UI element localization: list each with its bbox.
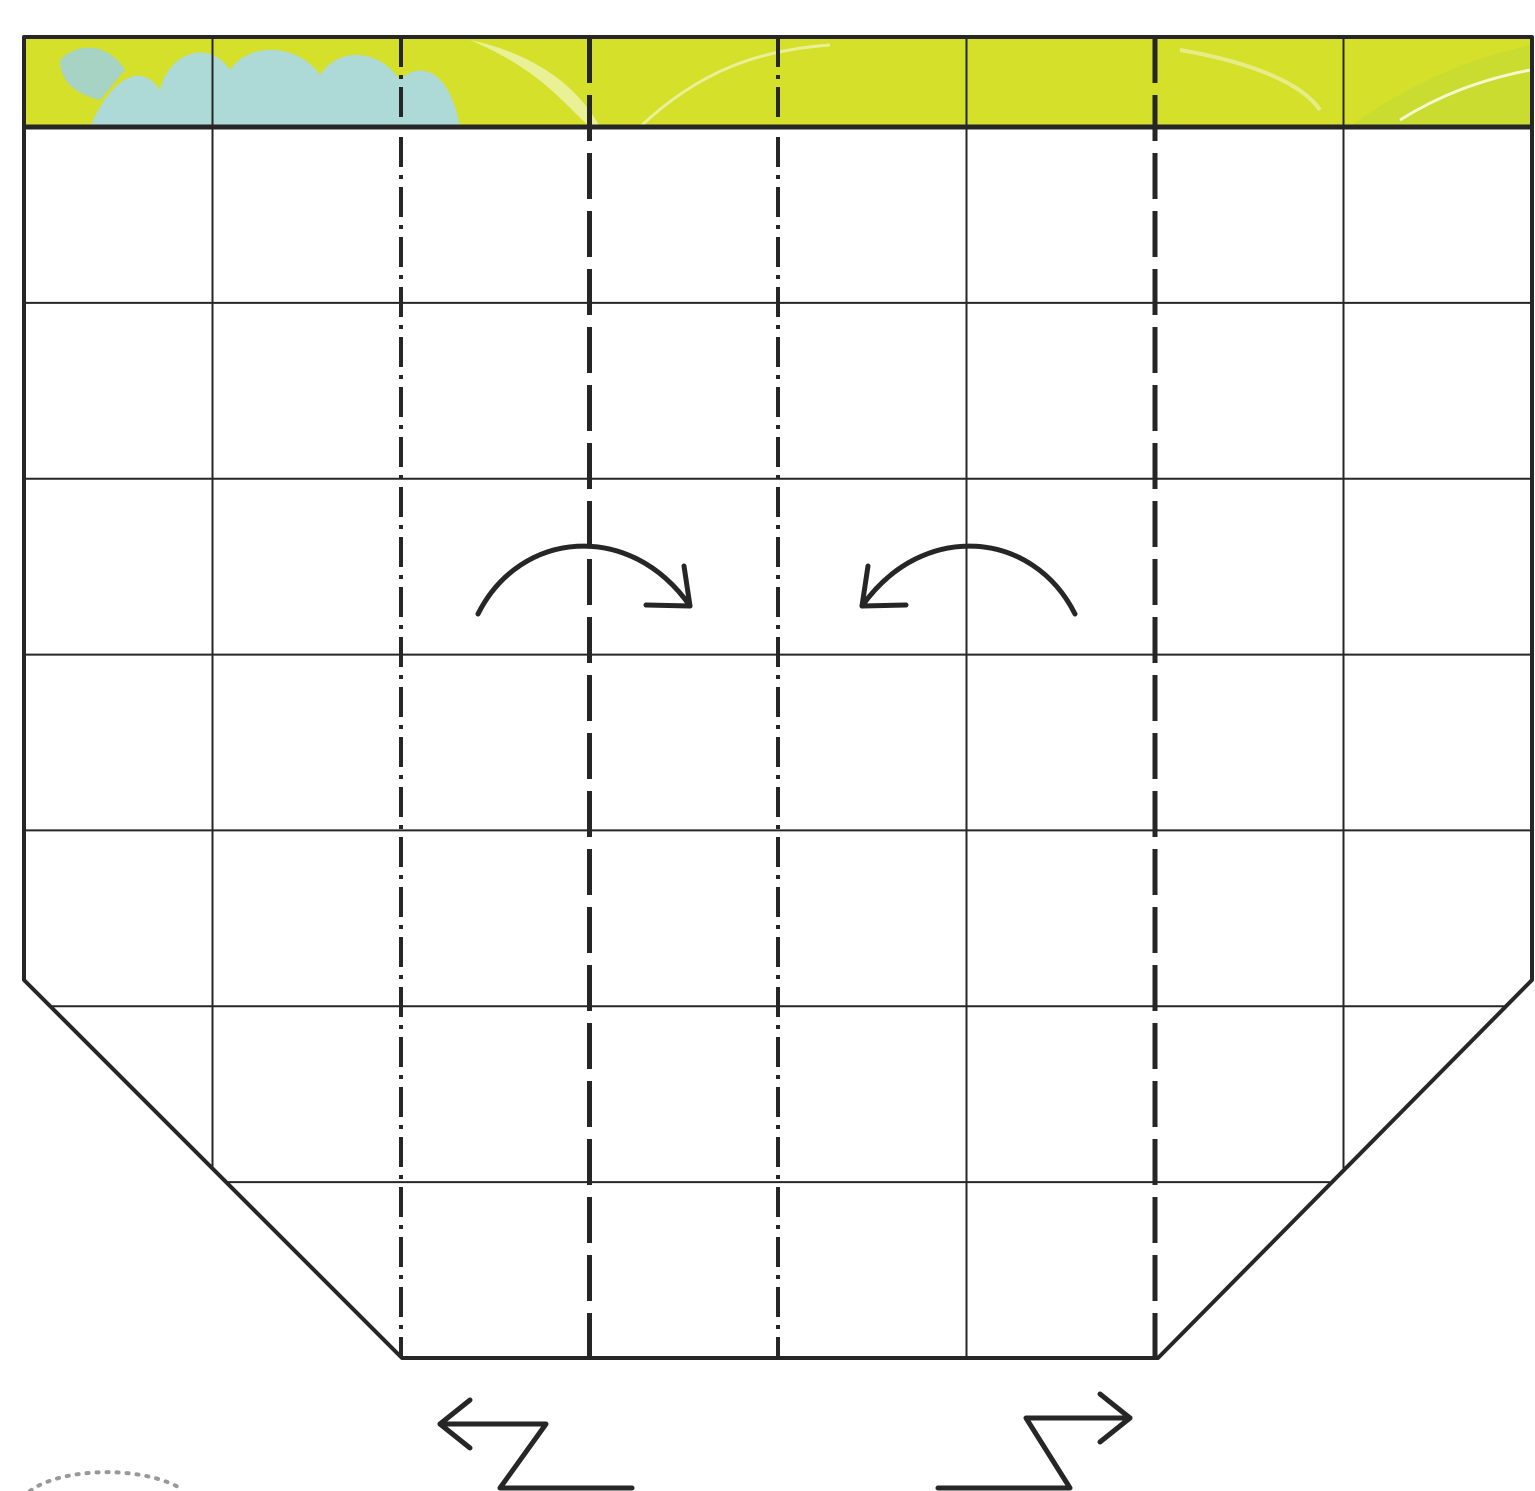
fold-lines	[401, 37, 1155, 1358]
pleat-arrow-right-icon	[938, 1394, 1130, 1488]
fold-arrow-left-to-right-icon	[478, 546, 690, 614]
pleat-arrow-left-icon	[440, 1400, 632, 1488]
dotted-circle-mark	[30, 1472, 180, 1491]
fold-arrow-right-to-left-icon	[862, 546, 1075, 614]
